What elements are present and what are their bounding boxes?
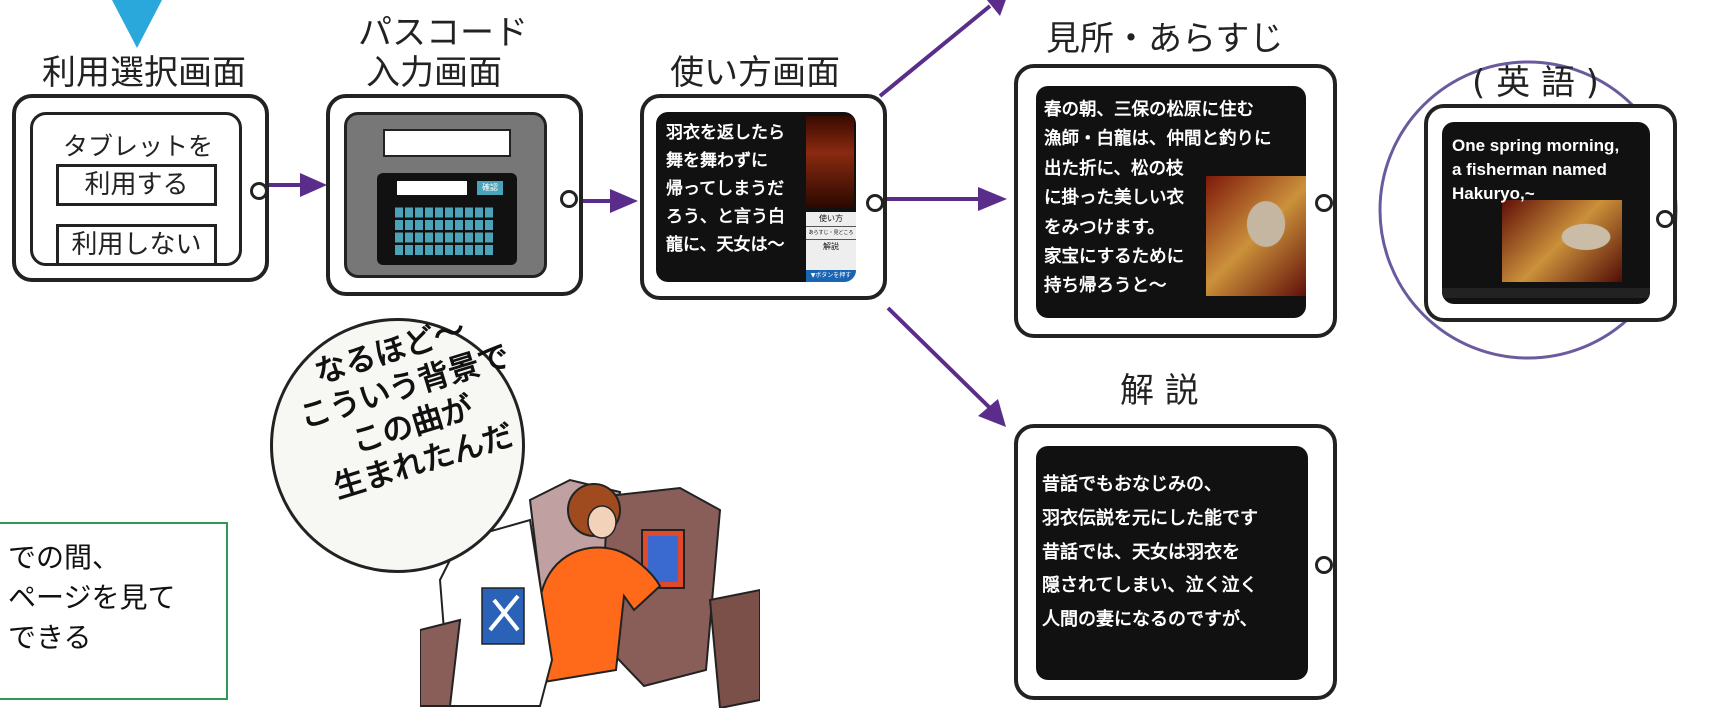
highlights-line: 漁師・白龍は、仲間と釣りに xyxy=(1044,129,1272,150)
menu-item-howto[interactable]: 使い方 xyxy=(806,212,856,227)
commentary-line: 人間の妻になるのですが、 xyxy=(1042,609,1258,631)
noh-mask-image xyxy=(1206,176,1306,296)
start-marker-triangle xyxy=(112,0,162,48)
commentary-screen: 昔話でもおなじみの、 羽衣伝説を元にした能です 昔話では、天女は羽衣を 隠されて… xyxy=(1036,446,1308,680)
no-use-tablet-button[interactable]: 利用しない xyxy=(56,224,217,266)
home-button xyxy=(1315,194,1333,212)
title-highlights-screen: 見所・あらすじ xyxy=(1046,19,1284,59)
passcode-inner-screen: 確認 xyxy=(377,173,517,265)
title-howto-screen: 使い方画面 xyxy=(670,53,840,93)
info-callout-box: での間、 ページを見て できる xyxy=(0,522,228,700)
passcode-enter-button[interactable]: 確認 xyxy=(477,181,503,195)
tablet-commentary: 昔話でもおなじみの、 羽衣伝説を元にした能です 昔話では、天女は羽衣を 隠されて… xyxy=(1014,424,1337,700)
title-passcode-line1: パスコード xyxy=(358,13,528,53)
home-button xyxy=(1315,556,1333,574)
callout-line: できる xyxy=(8,620,92,654)
howto-line: 羽衣を返したら xyxy=(666,123,785,143)
home-button xyxy=(1656,210,1674,228)
highlights-line: 出た折に、松の枝 xyxy=(1044,158,1184,179)
english-line: a fisherman named xyxy=(1452,160,1607,180)
seat-logo-mark-shape xyxy=(488,594,520,632)
passcode-input[interactable] xyxy=(397,181,467,195)
english-mask-image xyxy=(1502,200,1622,282)
passcode-slot xyxy=(383,129,511,157)
arrowhead-howto-to-highlights xyxy=(978,187,1007,211)
howto-line: 龍に、天女は～ xyxy=(666,234,785,255)
arrow-howto-to-commentary xyxy=(886,306,992,410)
title-select-screen: 利用選択画面 xyxy=(42,53,246,93)
right-seat-shape xyxy=(708,588,760,708)
commentary-line: 羽衣伝説を元にした能です xyxy=(1042,507,1258,529)
home-button xyxy=(560,190,578,208)
highlights-line: をみつけます。 xyxy=(1044,217,1165,238)
arrowhead-select-to-passcode xyxy=(300,173,327,197)
tablet-highlights: 春の朝、三保の松原に住む 漁師・白龍は、仲間と釣りに 出た折に、松の枝 に掛った… xyxy=(1014,64,1337,338)
arrowhead-howto-to-top xyxy=(986,0,1006,16)
title-commentary-screen: 解 説 xyxy=(1120,371,1199,411)
callout-line: ページを見て xyxy=(8,580,176,614)
highlights-text: 春の朝、三保の松原に住む 漁師・白龍は、仲間と釣りに 出た折に、松の枝 に掛った… xyxy=(1044,96,1272,302)
title-passcode-line2: 入力画面 xyxy=(366,53,502,93)
highlights-line: 家宝にするために xyxy=(1044,246,1185,267)
commentary-line: 昔話でもおなじみの、 xyxy=(1042,474,1222,495)
arrow-howto-to-top xyxy=(878,4,992,98)
english-screen-bottom-bar xyxy=(1442,288,1650,298)
highlights-screen: 春の朝、三保の松原に住む 漁師・白龍は、仲間と釣りに 出た折に、松の枝 に掛った… xyxy=(1036,86,1306,318)
passcode-device-frame: 確認 xyxy=(344,112,547,278)
title-english-screen: ( 英 語 ) xyxy=(1472,63,1599,103)
english-text: One spring morning, a fisherman named Ha… xyxy=(1452,134,1619,206)
commentary-line: 隠されてしまい、泣く泣く xyxy=(1042,575,1258,597)
english-line: One spring morning, xyxy=(1452,136,1620,155)
home-button xyxy=(250,182,268,200)
select-heading: タブレットを xyxy=(63,132,214,161)
highlights-line: 持ち帰ろうと～ xyxy=(1044,276,1167,297)
arrowhead-passcode-to-howto xyxy=(610,189,638,213)
english-screen: One spring morning, a fisherman named Ha… xyxy=(1442,122,1650,304)
speech-bubble xyxy=(270,318,525,573)
left-seat-shape xyxy=(420,618,462,707)
person-face-shape xyxy=(587,505,617,539)
howto-text: 羽衣を返したら 舞を舞わずに 帰ってしまうだ ろう、と言う白 龍に、天女は～ xyxy=(666,120,785,259)
howto-screen: 羽衣を返したら 舞を舞わずに 帰ってしまうだ ろう、と言う白 龍に、天女は～ 使… xyxy=(656,112,856,282)
menu-bottom-hint: ▼ボタンを押す xyxy=(806,270,856,282)
howto-line: 舞を舞わずに xyxy=(666,150,768,171)
howto-line: 帰ってしまうだ xyxy=(666,178,785,199)
howto-line: ろう、と言う白 xyxy=(666,206,785,227)
audience-illustration xyxy=(420,478,760,708)
highlights-line: に掛った美しい衣 xyxy=(1044,188,1184,209)
highlights-line: 春の朝、三保の松原に住む xyxy=(1044,100,1254,120)
howto-menu: 使い方 あらすじ・見どころ 解説 ▼ボタンを押す xyxy=(806,212,856,282)
use-tablet-button[interactable]: 利用する xyxy=(56,164,217,206)
tablet-english: One spring morning, a fisherman named Ha… xyxy=(1424,104,1677,322)
howto-figure-image xyxy=(806,116,854,208)
menu-item-commentary[interactable]: 解説 xyxy=(823,242,839,251)
person-body-shape xyxy=(538,546,662,684)
commentary-text: 昔話でもおなじみの、 羽衣伝説を元にした能です 昔話では、天女は羽衣を 隠されて… xyxy=(1042,468,1258,637)
home-button xyxy=(866,194,884,212)
tablet-passcode: 確認 xyxy=(326,94,583,296)
menu-item-highlights[interactable]: あらすじ・見どころ xyxy=(806,227,856,240)
commentary-line: 昔話では、天女は羽衣を xyxy=(1042,541,1240,563)
english-line: Hakuryo,~ xyxy=(1452,184,1535,204)
seatback-tablet-screen-shape xyxy=(648,536,678,582)
arrowhead-howto-to-commentary xyxy=(978,399,1006,427)
callout-line: での間、 xyxy=(8,541,121,574)
passcode-keypad[interactable] xyxy=(395,205,495,255)
tablet-howto: 羽衣を返したら 舞を舞わずに 帰ってしまうだ ろう、と言う白 龍に、天女は～ 使… xyxy=(640,94,887,300)
